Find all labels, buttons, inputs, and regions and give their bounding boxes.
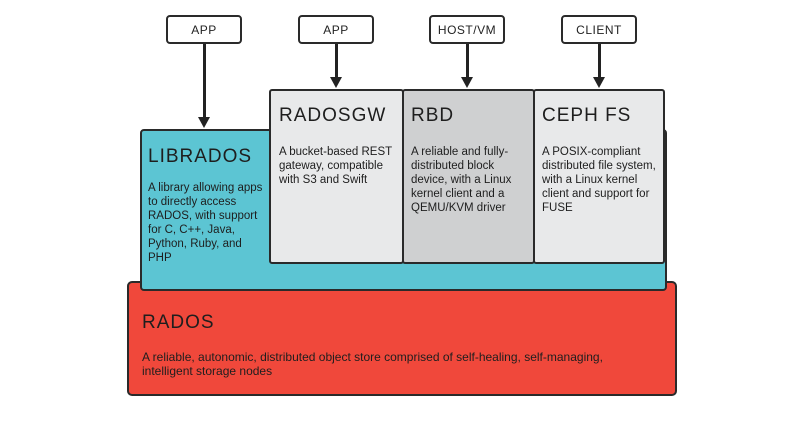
arrow-host-to-rbd-line <box>466 44 469 77</box>
app-label-box-1: APP <box>166 15 242 44</box>
arrow-app-to-radosgw-head <box>330 77 342 88</box>
librados-description: A library allowing apps to directly acce… <box>148 182 263 264</box>
rados-description: A reliable, autonomic, distributed objec… <box>142 350 603 378</box>
librados-title: LIBRADOS <box>148 146 253 167</box>
rbd-title: RBD <box>411 105 455 126</box>
arrow-app-to-librados-head <box>198 117 210 128</box>
arrow-app-to-radosgw-line <box>335 44 338 77</box>
rados-layer <box>127 281 677 396</box>
rbd-description: A reliable and fully-distributed block d… <box>411 146 512 214</box>
cephfs-card <box>533 89 665 264</box>
radosgw-description: A bucket-based REST gateway, compatible … <box>279 146 392 186</box>
arrow-client-to-cephfs-line <box>598 44 601 77</box>
cephfs-title: CEPH FS <box>542 105 632 126</box>
client-label-box: CLIENT <box>561 15 637 44</box>
host-vm-label-box: HOST/VM <box>429 15 505 44</box>
arrow-client-to-cephfs-head <box>593 77 605 88</box>
arrow-host-to-rbd-head <box>461 77 473 88</box>
rbd-card <box>402 89 535 264</box>
rados-title: RADOS <box>142 312 215 333</box>
cephfs-description: A POSIX-compliant distributed file syste… <box>542 146 656 214</box>
arrow-app-to-librados-line <box>203 44 206 117</box>
app-label-box-2: APP <box>298 15 374 44</box>
radosgw-card <box>269 89 404 264</box>
radosgw-title: RADOSGW <box>279 105 387 126</box>
